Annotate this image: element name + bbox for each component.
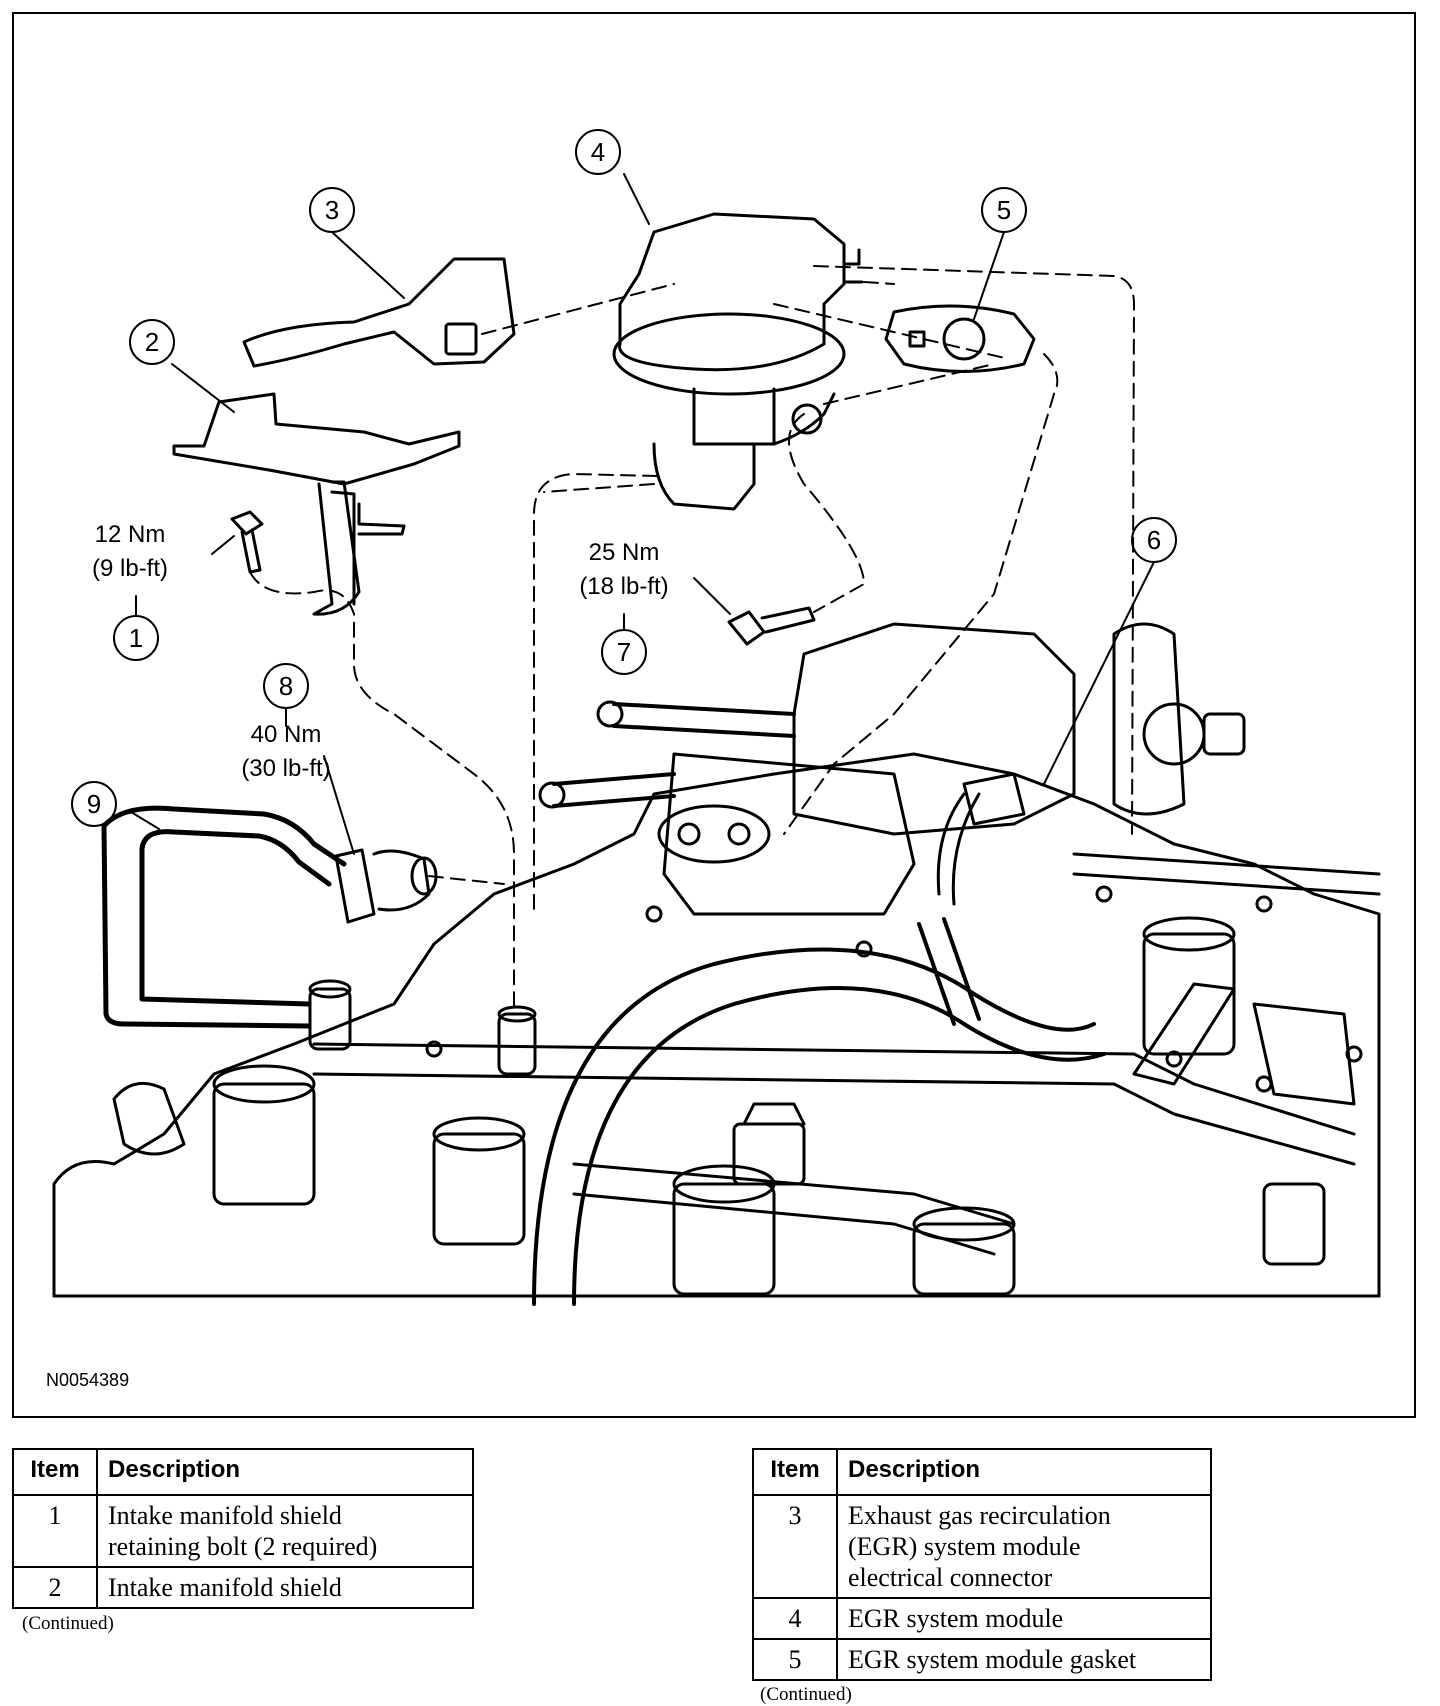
egr-system-module xyxy=(612,212,864,511)
callout-2-label: 2 xyxy=(145,327,159,357)
table-row: 2 Intake manifold shield xyxy=(12,1566,474,1609)
callout-2-circle xyxy=(129,319,175,365)
figure-frame: 1 2 3 4 5 6 7 8 9 12 Nm (9 lb-ft) 25 Nm … xyxy=(12,12,1416,1418)
description-line: Intake manifold shield xyxy=(108,1573,342,1602)
table-row: 1 Intake manifold shield retaining bolt … xyxy=(12,1494,474,1568)
callout-6-label: 6 xyxy=(1147,525,1161,555)
callout-6-circle xyxy=(1131,517,1177,563)
legend-item-description: Exhaust gas recirculation (EGR) system m… xyxy=(836,1494,1212,1599)
description-line: Exhaust gas recirculation xyxy=(848,1501,1111,1530)
torque-1-lbft: (9 lb-ft) xyxy=(92,555,168,582)
callout-5-circle xyxy=(981,187,1027,233)
description-line: EGR system module gasket xyxy=(848,1645,1137,1674)
legend-item-number: 2 xyxy=(12,1566,98,1609)
legend-item-number: 5 xyxy=(752,1638,838,1681)
torque-1-nm: 12 Nm xyxy=(95,521,166,548)
callout-9-label: 9 xyxy=(87,789,101,819)
legend-item-description: Intake manifold shield xyxy=(96,1566,474,1609)
egr-tube xyxy=(101,805,438,1029)
callout-5-label: 5 xyxy=(997,195,1011,225)
description-line: EGR system module xyxy=(848,1604,1064,1633)
description-line: retaining bolt (2 required) xyxy=(108,1532,378,1561)
legend-right-item-header: Item xyxy=(752,1448,838,1496)
callout-7-label: 7 xyxy=(617,637,631,667)
callout-8-circle xyxy=(263,663,309,709)
legend-item-number: 3 xyxy=(752,1494,838,1599)
egr-electrical-connector xyxy=(242,257,516,368)
continued-note-left: (Continued) xyxy=(22,1613,114,1634)
callout-1-label: 1 xyxy=(129,623,143,653)
description-line: electrical connector xyxy=(848,1563,1053,1592)
legend-table-left: Item Description 1 Intake manifold shiel… xyxy=(12,1448,474,1609)
legend-item-number: 1 xyxy=(12,1494,98,1568)
torque-7-lbft: (18 lb-ft) xyxy=(579,573,668,600)
torque-7-nm: 25 Nm xyxy=(589,539,660,566)
table-row: 3 Exhaust gas recirculation (EGR) system… xyxy=(752,1494,1212,1599)
torque-8-nm: 40 Nm xyxy=(251,721,322,748)
engine-assembly xyxy=(52,622,1381,1306)
callout-1-circle xyxy=(113,615,159,661)
callouts xyxy=(71,129,1177,827)
description-line: Intake manifold shield xyxy=(108,1501,342,1530)
table-row: 5 EGR system module gasket xyxy=(752,1638,1212,1681)
egr-module-bolt xyxy=(727,606,816,646)
legend-item-description: EGR system module gasket xyxy=(836,1638,1212,1681)
torque-8-lbft: (30 lb-ft) xyxy=(241,755,330,782)
egr-module-gasket xyxy=(884,304,1036,373)
legend-table-right: Item Description 3 Exhaust gas recircula… xyxy=(752,1448,1212,1681)
shield-bolt xyxy=(230,510,264,574)
description-line: (EGR) system module xyxy=(848,1532,1081,1561)
legend-left-item-header: Item xyxy=(12,1448,98,1496)
callout-3-label: 3 xyxy=(325,195,339,225)
legend-item-description: EGR system module xyxy=(836,1597,1212,1640)
legend-left-description-header: Description xyxy=(96,1448,474,1496)
callout-4-circle xyxy=(575,129,621,175)
callout-8-label: 8 xyxy=(279,671,293,701)
callout-7-circle xyxy=(601,629,647,675)
callout-4-label: 4 xyxy=(591,137,605,167)
callout-9-circle xyxy=(71,781,117,827)
legend-item-description: Intake manifold shield retaining bolt (2… xyxy=(96,1494,474,1568)
legend-item-number: 4 xyxy=(752,1597,838,1640)
callout-3-circle xyxy=(309,187,355,233)
engine-diagram: 1 2 3 4 5 6 7 8 9 12 Nm (9 lb-ft) 25 Nm … xyxy=(46,129,1381,1390)
intake-manifold-shield xyxy=(172,392,461,616)
figure-id-label: N0054389 xyxy=(46,1370,129,1390)
table-row: 4 EGR system module xyxy=(752,1597,1212,1640)
legend-right-description-header: Description xyxy=(836,1448,1212,1496)
continued-note-right: (Continued) xyxy=(760,1684,852,1705)
